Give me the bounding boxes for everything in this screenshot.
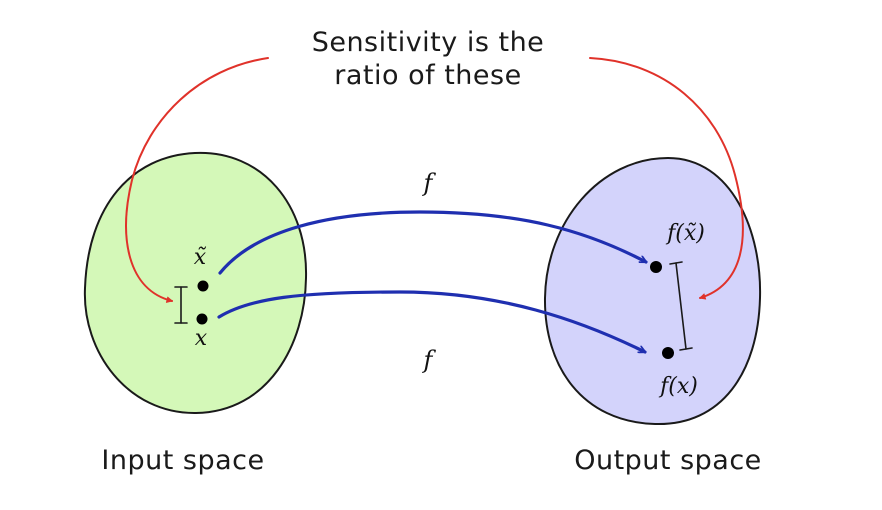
input-space-blob <box>83 151 308 415</box>
mapping-label-bottom: f <box>422 346 437 374</box>
f-x-tilde-label: f(x̃) <box>665 221 705 246</box>
x-tilde-label: x̃ <box>194 245 207 270</box>
pointer-curve-input <box>125 57 269 303</box>
input-distance-bracket <box>174 286 188 324</box>
caption-line-1: Sensitivity is the <box>312 27 545 58</box>
mapping-arrow-bottom <box>217 290 647 354</box>
f-x-label: f(x) <box>658 374 698 399</box>
x-label: x <box>195 326 208 351</box>
output-space-blob <box>543 156 762 426</box>
input-point-x <box>196 313 208 325</box>
caption-line-2: ratio of these <box>334 60 521 91</box>
mapping-label-top: f <box>422 169 437 197</box>
output-point-f-x-tilde <box>650 261 662 273</box>
pointer-curve-output <box>589 57 744 300</box>
mapping-arrow-top <box>218 210 648 275</box>
input-point-x-tilde <box>197 280 209 292</box>
output-space-label: Output space <box>574 445 762 476</box>
input-space-label: Input space <box>101 445 264 476</box>
output-point-f-x <box>662 347 674 359</box>
output-distance-bracket <box>669 261 693 351</box>
